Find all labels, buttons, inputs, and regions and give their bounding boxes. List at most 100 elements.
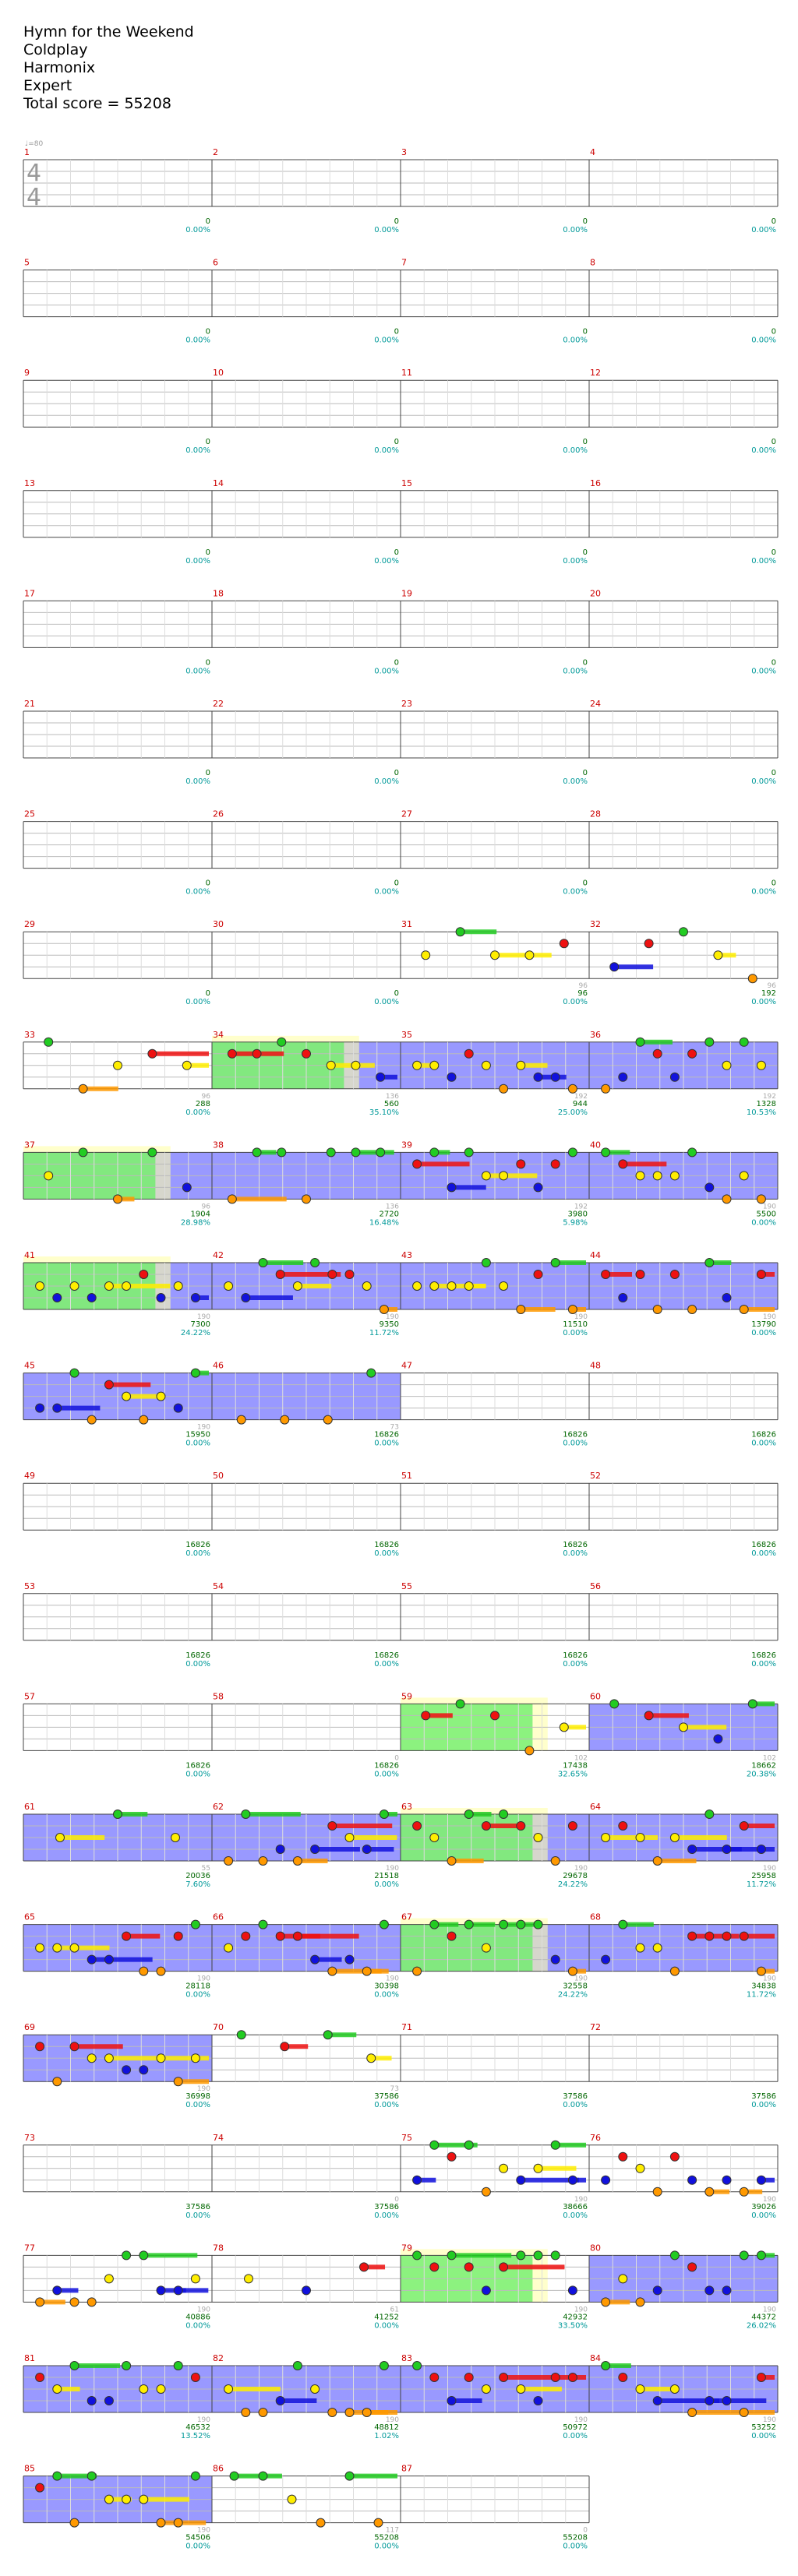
note-gem bbox=[704, 1182, 715, 1193]
measure-score: 46532 bbox=[185, 2423, 210, 2432]
note-gem bbox=[122, 2494, 132, 2504]
note-gem bbox=[516, 1821, 526, 1831]
note-gem bbox=[241, 2408, 251, 2417]
measure-number: 73 bbox=[24, 2133, 35, 2143]
note-gem bbox=[258, 1856, 268, 1866]
measure-score: 37586 bbox=[374, 2203, 399, 2211]
note-gem bbox=[421, 1711, 431, 1721]
measure-number: 52 bbox=[590, 1471, 601, 1481]
note-gem bbox=[173, 1403, 183, 1413]
measure-number: 35 bbox=[401, 1030, 412, 1040]
note-gem bbox=[344, 2471, 355, 2481]
note-gem bbox=[669, 2151, 680, 2162]
note-gem bbox=[687, 1305, 697, 1314]
note-gem bbox=[756, 1060, 766, 1070]
note-gem bbox=[550, 2250, 560, 2261]
note-gem bbox=[429, 1919, 440, 1929]
measure-64 bbox=[588, 1810, 779, 1866]
note-gem bbox=[516, 1060, 526, 1070]
measure-score: 0 bbox=[583, 328, 588, 337]
notes-count: 190 bbox=[197, 1313, 210, 1321]
measure-52 bbox=[588, 1482, 779, 1531]
note-gem bbox=[173, 1931, 183, 1941]
note-gem bbox=[44, 1171, 54, 1181]
note-gem bbox=[258, 2471, 268, 2481]
note-gem bbox=[601, 2361, 611, 2370]
notes-count: 190 bbox=[386, 1975, 399, 1983]
note-gem bbox=[722, 1293, 732, 1302]
measure-65 bbox=[23, 1919, 213, 1976]
note-gem bbox=[190, 2274, 200, 2284]
measure-score: 30398 bbox=[374, 1982, 399, 1991]
note-gem bbox=[139, 1270, 149, 1279]
note-gem bbox=[122, 2361, 132, 2370]
measure-score: 16826 bbox=[563, 1431, 588, 1440]
note-gem bbox=[499, 1084, 509, 1094]
note-gem bbox=[326, 1147, 336, 1158]
measure-percent: 25.00% bbox=[558, 1108, 588, 1117]
measure-score: 32558 bbox=[563, 1982, 588, 1991]
note-gem bbox=[464, 1919, 474, 1929]
note-gem bbox=[190, 1919, 200, 1929]
measure-77 bbox=[23, 2250, 213, 2307]
measure-83 bbox=[400, 2361, 590, 2413]
measure-14 bbox=[211, 490, 401, 538]
note-gem bbox=[499, 2262, 509, 2272]
notes-count: 190 bbox=[574, 1865, 588, 1873]
measure-score: 0 bbox=[206, 548, 210, 557]
measure-34 bbox=[211, 1035, 401, 1090]
note-gem bbox=[533, 1270, 543, 1279]
measure-percent: 24.22% bbox=[558, 1880, 588, 1889]
measure-percent: 33.50% bbox=[558, 2321, 588, 2330]
note-gem bbox=[87, 1293, 97, 1302]
measure-number: 20 bbox=[590, 588, 601, 598]
measure-75 bbox=[400, 2140, 590, 2197]
note-gem bbox=[412, 2175, 422, 2185]
notes-count: 190 bbox=[197, 2527, 210, 2535]
note-gem bbox=[277, 1037, 287, 1047]
note-gem bbox=[559, 939, 569, 949]
note-gem bbox=[722, 2396, 732, 2405]
note-gem bbox=[739, 2187, 749, 2197]
measure-score: 7300 bbox=[191, 1320, 210, 1329]
measure-percent: 0.00% bbox=[185, 2543, 210, 2551]
measure-54 bbox=[211, 1593, 401, 1641]
measure-score: 9350 bbox=[380, 1320, 399, 1329]
note-gem bbox=[104, 2274, 114, 2284]
notes-count: 190 bbox=[763, 1865, 776, 1873]
note-gem bbox=[292, 1931, 302, 1941]
note-gem bbox=[69, 1368, 79, 1378]
note-gem bbox=[344, 1270, 355, 1279]
measure-21 bbox=[23, 710, 213, 759]
measure-number: 46 bbox=[213, 1361, 224, 1371]
measure-percent: 0.00% bbox=[751, 1440, 776, 1448]
measure-score: 0 bbox=[206, 769, 210, 777]
note-gem bbox=[139, 1415, 149, 1425]
measure-number: 5 bbox=[24, 258, 30, 268]
note-gem bbox=[704, 2187, 715, 2197]
measure-percent: 0.00% bbox=[185, 1549, 210, 1558]
measure-score: 0 bbox=[394, 769, 399, 777]
measure-number: 82 bbox=[213, 2353, 224, 2363]
notes-count: 96 bbox=[579, 982, 588, 990]
measure-17 bbox=[23, 600, 213, 648]
measure-score: 37586 bbox=[563, 2092, 588, 2101]
note-gem bbox=[704, 2285, 715, 2296]
measure-24 bbox=[588, 710, 779, 759]
measure-number: 56 bbox=[590, 1581, 601, 1591]
note-gem bbox=[524, 1746, 535, 1756]
note-gem bbox=[104, 2053, 114, 2063]
note-gem bbox=[644, 1711, 654, 1721]
measure-number: 65 bbox=[24, 1912, 35, 1922]
note-gem bbox=[635, 2163, 645, 2173]
measure-score: 0 bbox=[394, 658, 399, 667]
note-gem bbox=[652, 1171, 662, 1181]
note-gem bbox=[316, 2518, 326, 2528]
measure-number: 48 bbox=[590, 1361, 601, 1371]
note-gem bbox=[481, 1171, 491, 1181]
measure-percent: 0.00% bbox=[374, 1991, 399, 2000]
note-gem bbox=[190, 2053, 200, 2063]
measure-percent: 0.00% bbox=[185, 1770, 210, 1778]
measure-percent: 0.00% bbox=[374, 2321, 399, 2330]
note-gem bbox=[739, 2408, 749, 2417]
